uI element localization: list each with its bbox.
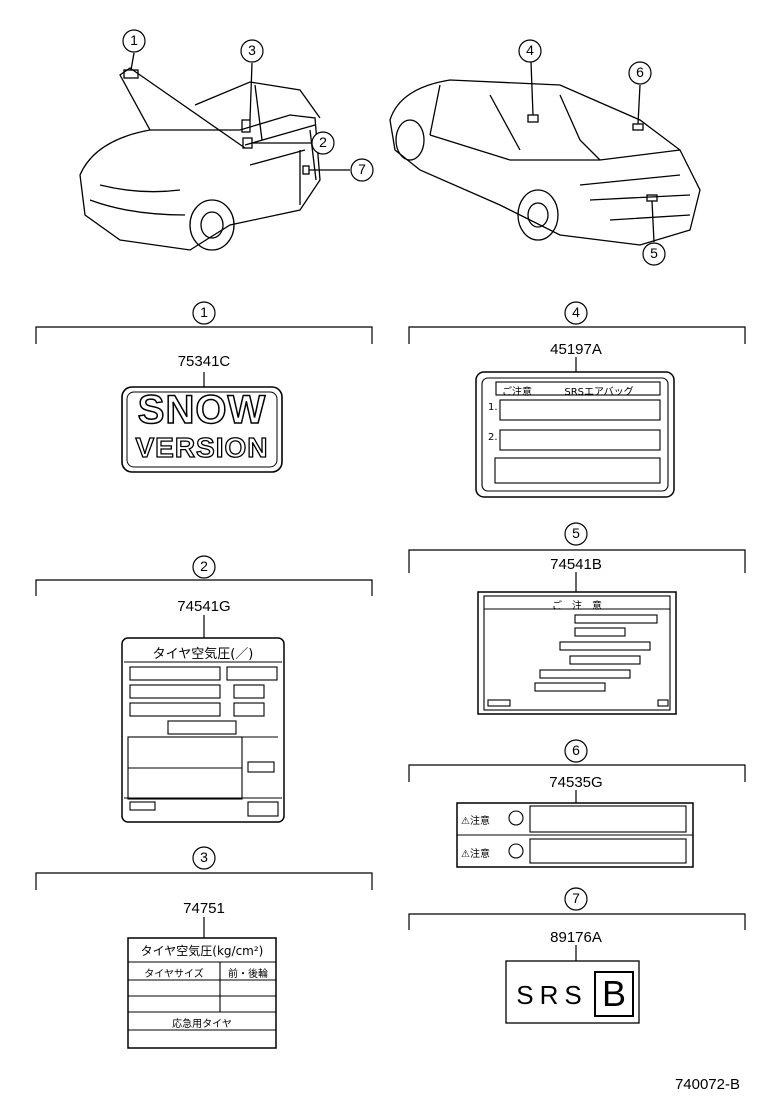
label-3-footer: 応急用タイヤ xyxy=(172,1019,232,1030)
label-3-title: タイヤ空気圧(kg/cm²) xyxy=(140,944,264,958)
label-74541g xyxy=(121,637,285,823)
section-5-index: 5 xyxy=(572,525,580,541)
callout-5-top: 5 xyxy=(650,245,658,261)
section-3-index: 3 xyxy=(200,849,208,865)
front-callouts xyxy=(122,29,374,182)
callout-6-top: 6 xyxy=(636,64,644,80)
label-4-head2: SRSエアバッグ xyxy=(564,387,634,398)
section-7-index: 7 xyxy=(572,890,580,906)
leader-lines xyxy=(203,357,577,961)
section-6-index: 6 xyxy=(572,742,580,758)
label-2-title: タイヤ空気圧(／) xyxy=(152,647,254,662)
part-number-74535g: 74535G xyxy=(549,774,603,791)
drawing-reference: 740072-B xyxy=(674,1076,740,1093)
part-number-74541b: 74541B xyxy=(550,556,602,573)
part-number-74541g: 74541G xyxy=(177,598,231,615)
callout-7-top: 7 xyxy=(358,161,366,177)
part-number-89176a: 89176A xyxy=(550,929,602,946)
label-74535g xyxy=(456,802,694,868)
part-number-75341c: 75341C xyxy=(177,353,231,370)
label-45197a xyxy=(475,371,675,498)
label-74751 xyxy=(127,937,277,1049)
part-number-74751: 74751 xyxy=(183,900,225,917)
front-car-illustration xyxy=(79,52,350,251)
callout-3-top: 3 xyxy=(248,42,256,58)
label-4-item2: 2. xyxy=(488,432,498,443)
label-89176a xyxy=(505,960,640,1024)
rear-car-illustration xyxy=(389,61,701,246)
callout-2-top: 2 xyxy=(319,134,327,150)
section-circles xyxy=(192,301,588,911)
section-2-index: 2 xyxy=(200,558,208,574)
label-6-warning-1: ⚠注意 xyxy=(461,816,490,827)
label-4-head1: ご注意 xyxy=(502,387,532,398)
version-text: VERSION xyxy=(135,431,269,463)
section-brackets xyxy=(35,326,746,930)
rear-callouts xyxy=(518,39,666,266)
label-4-item1: 1. xyxy=(488,402,498,413)
label-6-warning-2: ⚠注意 xyxy=(461,849,490,860)
part-number-45197a: 45197A xyxy=(550,341,602,358)
srs-boxed-letter: B xyxy=(601,973,626,1014)
snow-text: SNOW xyxy=(137,387,267,433)
section-1-index: 1 xyxy=(200,304,208,320)
label-74541b xyxy=(477,591,677,715)
callout-4-top: 4 xyxy=(526,42,534,58)
srs-text: SRS xyxy=(516,980,588,1010)
label-3-col1: タイヤサイズ xyxy=(144,969,204,980)
callout-1-top: 1 xyxy=(130,32,138,48)
section-4-index: 4 xyxy=(572,304,580,320)
label-5-title: ご 注 意 xyxy=(552,601,602,612)
label-3-col2: 前・後輪 xyxy=(228,969,268,980)
label-snow-version xyxy=(121,386,283,473)
